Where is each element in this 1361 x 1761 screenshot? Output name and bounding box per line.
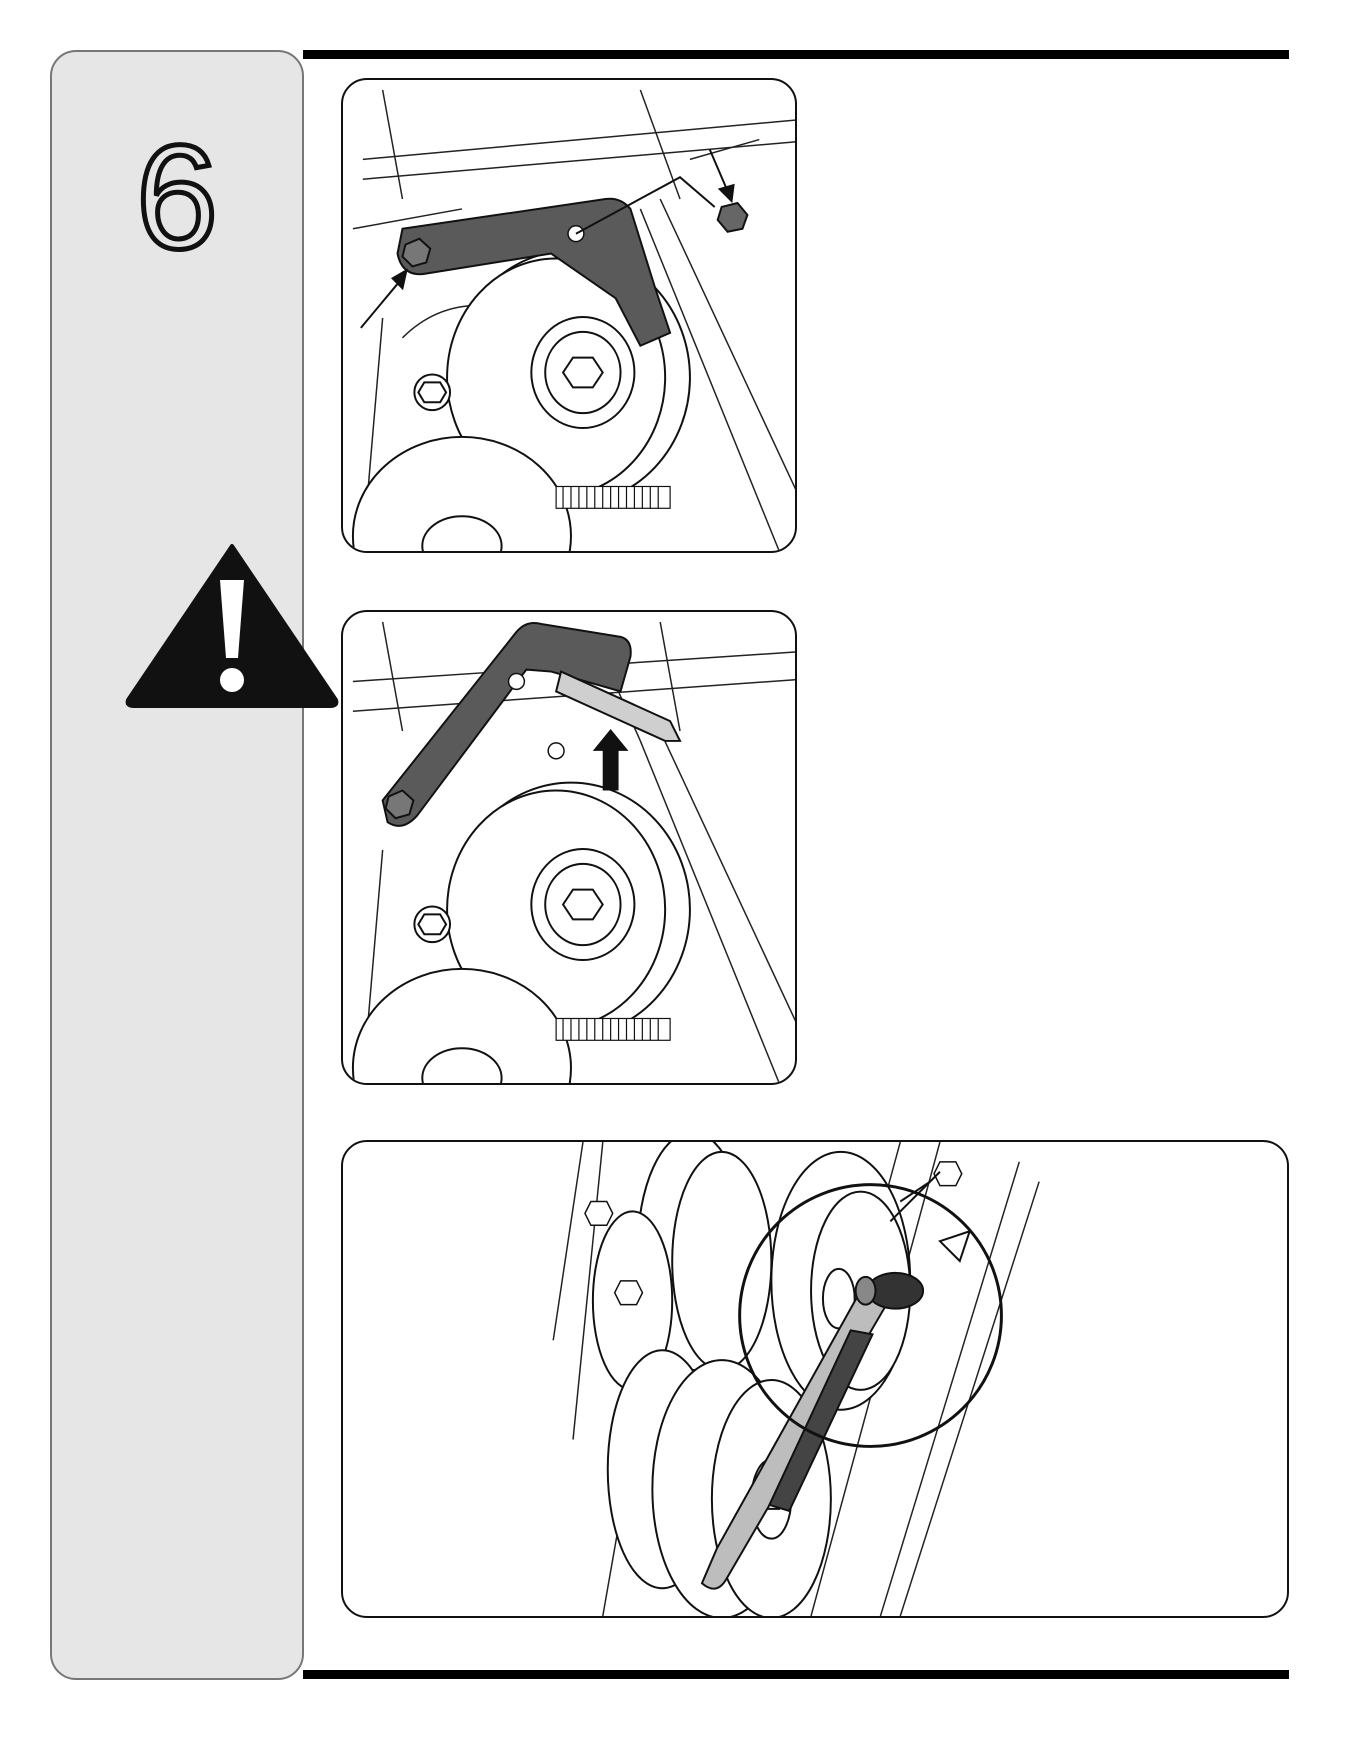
idler-bracket-bolts-illustration <box>343 80 795 551</box>
bottom-rule <box>303 1670 1289 1679</box>
warning-triangle-icon <box>122 540 342 708</box>
belt-tensioner-rod-illustration <box>343 1142 1287 1616</box>
figure-bottom-panel <box>341 1140 1289 1618</box>
bracket-lifted-illustration <box>343 612 795 1083</box>
figure-top-panel <box>341 78 797 553</box>
top-rule <box>303 50 1289 59</box>
step-number: 6 <box>52 124 302 272</box>
step-sidebar: 6 <box>50 50 304 1680</box>
figure-middle-panel <box>341 610 797 1085</box>
